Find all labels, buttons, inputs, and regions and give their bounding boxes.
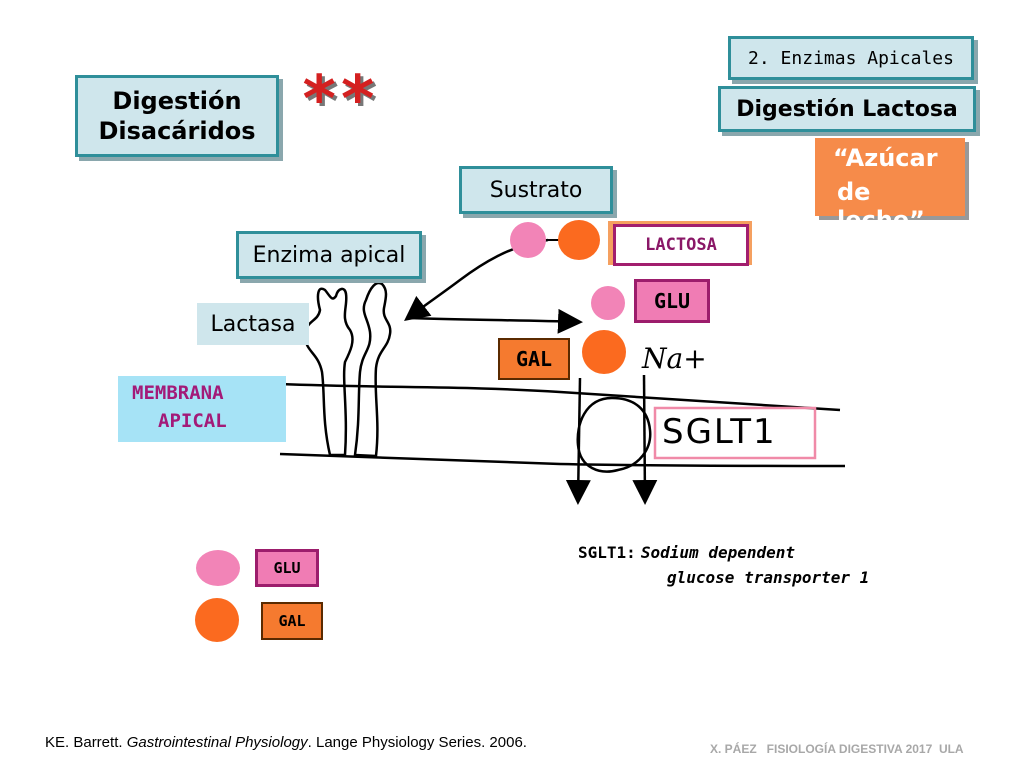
gal-product-box: GAL	[498, 338, 570, 380]
sglt1-note: SGLT1: Sodium dependent	[578, 543, 898, 562]
subtitle: Digestión Lactosa	[736, 96, 958, 122]
section-label: 2. Enzimas Apicales	[748, 47, 954, 69]
membrana-label-line1: MEMBRANA	[132, 382, 224, 404]
reference-suffix: . Lange Physiology Series. 2006.	[307, 734, 527, 751]
sugar-note-line2: de leche”	[837, 178, 925, 234]
sugar-note-line1: “Azúcar	[833, 144, 938, 172]
sglt1-arrow-left	[565, 377, 591, 505]
title-box: Digestión Disacáridos	[75, 75, 279, 157]
lactase-enzyme-shape	[303, 281, 392, 458]
sglt1-arrow-right	[632, 374, 658, 505]
sglt1-label: SGLT1	[662, 412, 777, 452]
sglt1-note-prefix: SGLT1:	[578, 543, 636, 562]
legend-gal-label: GAL	[278, 612, 306, 630]
sglt1-note-line1: Sodium dependent	[640, 543, 796, 562]
sustrato-label: Sustrato	[489, 177, 583, 203]
stars-mark: **	[300, 63, 378, 137]
enzima-apical-label: Enzima apical	[252, 242, 406, 268]
reference-citation: KE. Barrett. Gastrointestinal Physiology…	[45, 734, 527, 751]
glu-product-box: GLU	[634, 279, 710, 323]
reference-title: Gastrointestinal Physiology	[126, 734, 308, 751]
lactosa-box: LACTOSA	[608, 221, 752, 266]
legend-gal-box: GAL	[261, 602, 323, 640]
membrana-apical-box: MEMBRANA APICAL	[118, 376, 286, 442]
sglt1-note-line2: glucose transporter 1	[667, 568, 870, 587]
lactosa-label: LACTOSA	[645, 235, 717, 255]
page-title-line1: Digestión	[112, 87, 242, 115]
gal-product-label: GAL	[515, 347, 553, 371]
subtitle-box: Digestión Lactosa	[718, 86, 976, 132]
sugar-note-box: “Azúcar de leche”	[815, 138, 965, 234]
sglt1-transporter-shape	[576, 396, 652, 473]
sodium-label: Na+	[642, 342, 707, 375]
galactose-product-circle	[582, 330, 626, 374]
membrana-label-line2: APICAL	[158, 410, 227, 432]
legend-glu-label: GLU	[273, 559, 301, 577]
page-title-line2: Disacáridos	[98, 117, 256, 145]
footer-credit: X. PÁEZ FISIOLOGÍA DIGESTIVA 2017 ULA	[710, 742, 964, 756]
section-label-box: 2. Enzimas Apicales	[728, 36, 974, 80]
glucose-product-circle	[591, 286, 625, 320]
sustrato-box: Sustrato	[459, 166, 613, 214]
legend-glu-box: GLU	[255, 549, 319, 587]
enzima-apical-box: Enzima apical	[236, 231, 422, 279]
membrane-top-line	[279, 382, 841, 412]
lactasa-box: Lactasa	[197, 303, 309, 345]
legend-galactose-circle	[195, 598, 239, 642]
reference-prefix: KE. Barrett.	[45, 734, 123, 751]
glu-product-label: GLU	[653, 289, 691, 313]
membrane-bottom-line	[279, 452, 846, 468]
products-arrow	[409, 308, 583, 334]
sglt1-label-box	[653, 406, 817, 460]
legend-glucose-circle	[196, 550, 240, 586]
lactasa-label: Lactasa	[210, 311, 296, 337]
lactose-galactose-circle	[558, 220, 600, 260]
sglt1-note-line2-wrap: glucose transporter 1	[667, 568, 869, 587]
lactose-glucose-circle	[510, 222, 546, 258]
